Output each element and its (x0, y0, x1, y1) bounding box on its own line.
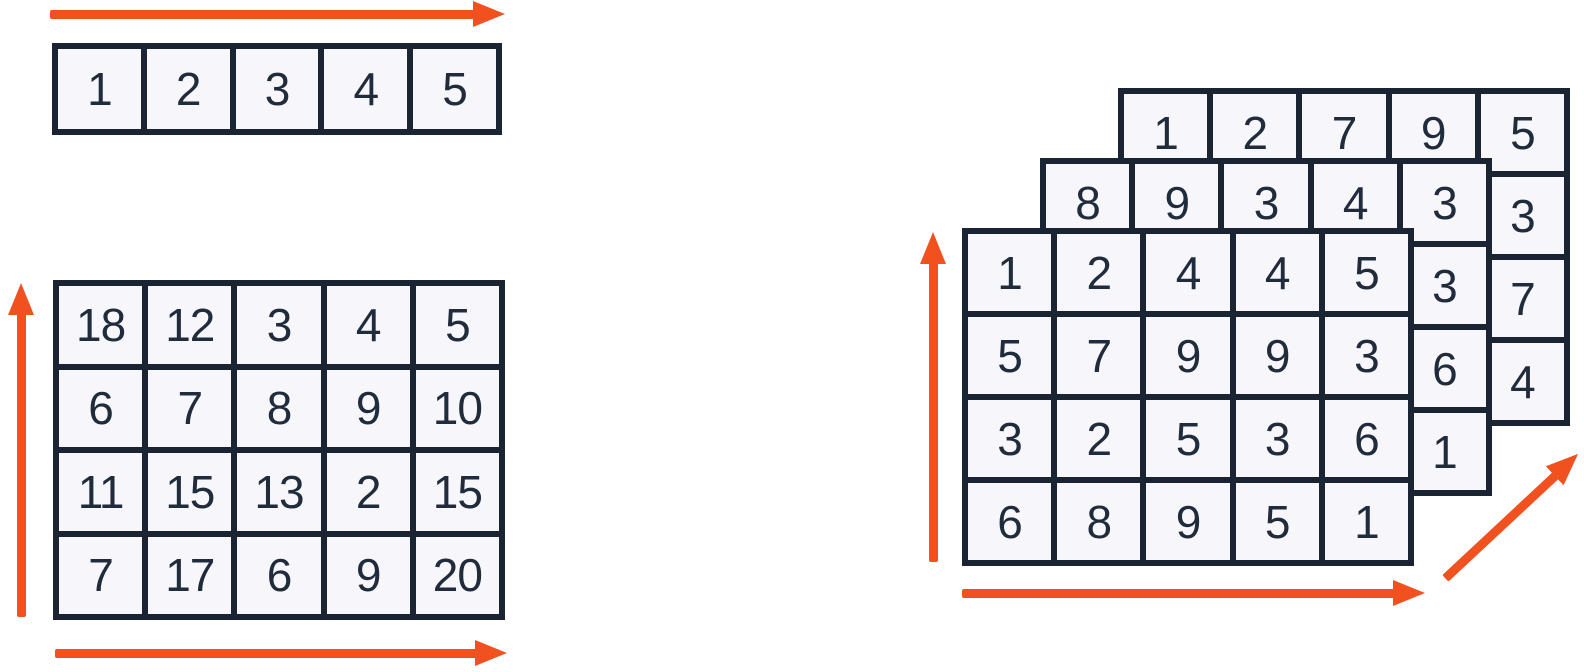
arrow-head (475, 640, 507, 666)
cell-r1-c1: 7 (1057, 317, 1141, 394)
cell-r2-c1: 15 (148, 453, 232, 531)
cell-r2-c2: 13 (237, 453, 321, 531)
cell-r3-c3: 5 (1235, 483, 1319, 560)
cell-r0-c1: 2 (1057, 234, 1141, 311)
cell-r2-c4: 6 (1324, 400, 1408, 477)
arrow-shaft (55, 648, 479, 658)
cell-r0-c0: 18 (59, 286, 143, 364)
cell-r0-c3: 4 (1235, 234, 1319, 311)
cell-r3-c4: 1 (1402, 413, 1486, 490)
cell-r3-c4: 4 (1480, 343, 1564, 420)
cell-r1-c4: 3 (1324, 317, 1408, 394)
cell-r3-c1: 8 (1057, 483, 1141, 560)
cell-r2-c4: 15 (415, 453, 499, 531)
cell-r3-c3: 9 (326, 536, 410, 614)
cell-r2-c1: 2 (1057, 400, 1141, 477)
cell-r2-c0: 3 (968, 400, 1052, 477)
cell-r2-c4: 7 (1480, 260, 1564, 337)
arrow-up-icon (8, 283, 34, 617)
arrow-head (8, 283, 34, 315)
arrow-right-icon (55, 640, 507, 666)
cell-r2-c0: 11 (59, 453, 143, 531)
cell-r0-c4: 5 (415, 286, 499, 364)
cell-r1-c3: 9 (326, 369, 410, 447)
cell-r0-c1: 2 (146, 49, 230, 129)
cell-r2-c4: 6 (1402, 330, 1486, 407)
cell-r1-c4: 3 (1402, 247, 1486, 324)
cell-r2-c2: 5 (1146, 400, 1230, 477)
cell-r0-c3: 4 (326, 286, 410, 364)
arrow-shaft (16, 311, 26, 617)
cell-r3-c1: 17 (148, 536, 232, 614)
cell-r0-c2: 4 (1146, 234, 1230, 311)
cell-r1-c0: 6 (59, 369, 143, 447)
cell-r1-c3: 9 (1235, 317, 1319, 394)
cell-r0-c4: 3 (1402, 164, 1486, 241)
arrow-head (473, 1, 505, 27)
cell-r0-c0: 1 (968, 234, 1052, 311)
cell-r1-c1: 7 (148, 369, 232, 447)
arrow-right-icon (50, 1, 505, 27)
cell-r3-c2: 9 (1146, 483, 1230, 560)
arrow-right-icon (962, 580, 1425, 606)
cell-r3-c4: 1 (1324, 483, 1408, 560)
cell-r3-c0: 7 (59, 536, 143, 614)
arrow-head (920, 232, 946, 264)
cell-r1-c4: 10 (415, 369, 499, 447)
cell-r3-c4: 20 (415, 536, 499, 614)
cell-r0-c1: 12 (148, 286, 232, 364)
cell-r0-c2: 3 (235, 49, 319, 129)
cell-r3-c0: 6 (968, 483, 1052, 560)
arrow-up-icon (920, 232, 946, 562)
cell-r2-c3: 3 (1235, 400, 1319, 477)
cell-r1-c2: 9 (1146, 317, 1230, 394)
cell-r1-c4: 3 (1480, 177, 1564, 254)
cell-r1-c2: 8 (237, 369, 321, 447)
cell-r2-c3: 2 (326, 453, 410, 531)
arrow-shaft (962, 588, 1397, 598)
cell-r0-c4: 5 (1324, 234, 1408, 311)
cell-r1-c0: 5 (968, 317, 1052, 394)
cell-r0-c3: 4 (324, 49, 408, 129)
cell-r0-c4: 5 (1480, 94, 1564, 171)
arrow-head (1393, 580, 1425, 606)
cell-r0-c2: 3 (237, 286, 321, 364)
cell-r0-c0: 1 (58, 49, 141, 129)
arrow-shaft (928, 260, 938, 562)
cell-r3-c2: 6 (237, 536, 321, 614)
arrow-shaft (50, 9, 477, 19)
cell-r0-c4: 5 (413, 49, 496, 129)
